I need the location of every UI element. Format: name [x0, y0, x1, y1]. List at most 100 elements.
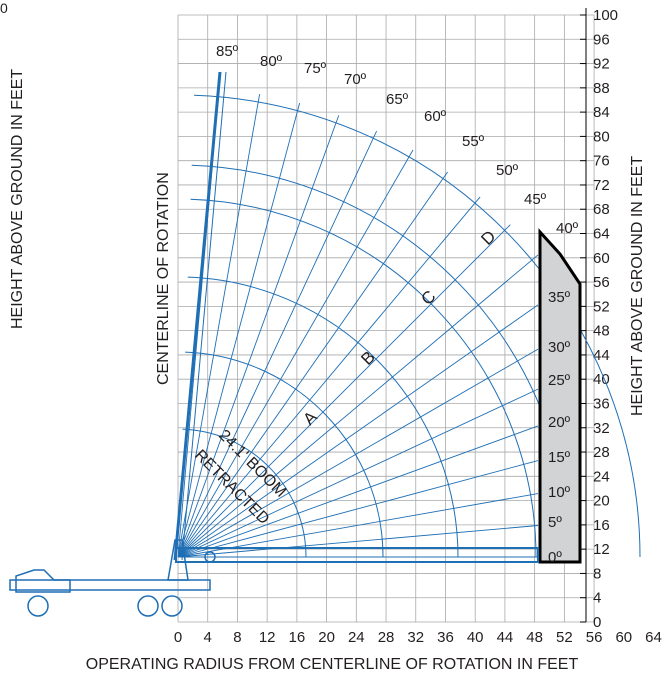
radius-arc [194, 94, 641, 558]
side-angle-label: 5º [548, 514, 562, 531]
boom-angle-label: 85º [216, 43, 239, 60]
y-tick-label: 48 [593, 323, 610, 340]
boom-angle-label: 45º [524, 191, 547, 208]
x-tick-label: 16 [289, 629, 306, 646]
boom-angle-ray [177, 425, 539, 558]
x-tick-label: 40 [467, 629, 484, 646]
y-tick-label: 56 [593, 274, 610, 291]
boom-angle-ray [177, 149, 414, 558]
boom-angle-ray [177, 224, 511, 558]
boom-angle-label: 75º [304, 60, 327, 77]
boom-horizontal [175, 547, 539, 563]
boom-angle-rays [177, 88, 539, 558]
truck-wheel [161, 595, 183, 617]
side-angle-label: 30º [548, 339, 571, 356]
boom-angle-ray [177, 525, 539, 558]
truck-wheel [137, 595, 159, 617]
zone-label: A [299, 407, 321, 429]
radius-arc [187, 276, 459, 558]
x-tick-label: 56 [586, 629, 603, 646]
y-tick-label: 92 [593, 56, 610, 73]
x-tick-label: 44 [497, 629, 514, 646]
boom-extended-edge [181, 71, 227, 561]
x-tick-label: 32 [407, 629, 424, 646]
x-tick-label: 0 [174, 629, 182, 646]
y-tick-label: 4 [593, 590, 601, 607]
boom-pin [204, 551, 216, 563]
y-tick-label: 80 [593, 128, 610, 145]
truck-bed [9, 579, 211, 591]
grid: 1009692888480767268646056524844403632282… [174, 7, 662, 646]
truck-cab [15, 569, 71, 593]
y-tick-label: 72 [593, 177, 610, 194]
boom-angle-ray [177, 102, 301, 558]
x-tick-label: 4 [204, 629, 212, 646]
x-tick-label: 60 [615, 629, 632, 646]
side-angle-panel: 35º 30º 25º 20º 15º 10º 5º 0º [538, 228, 582, 566]
x-tick-label: 8 [233, 629, 241, 646]
y-tick-label: 28 [593, 444, 610, 461]
side-panel-shape [538, 228, 582, 564]
y-tick-label: 20 [593, 493, 610, 510]
boom-extended [173, 71, 222, 561]
boom-angle-ray [177, 493, 539, 558]
y-tick-label: 24 [593, 468, 610, 485]
x-tick-label: 24 [348, 629, 365, 646]
x-tick-label: 52 [556, 629, 573, 646]
boom-angle-label: 65º [386, 91, 409, 108]
boom-angle-ray [177, 304, 539, 558]
boom [173, 71, 539, 563]
boom-angle-label: 70º [344, 71, 367, 88]
boom-angle-label: 40º [556, 220, 579, 237]
boom-angle-ray [177, 254, 539, 558]
y-tick-label: 40 [593, 371, 610, 388]
radius-arc [182, 428, 307, 558]
zone-label: C [417, 287, 439, 309]
side-angle-label: 0º [548, 549, 562, 566]
x-tick-label: 48 [526, 629, 543, 646]
radius-arc [185, 351, 384, 558]
boom-angle-label: 50º [496, 162, 519, 179]
boom-angle-ray [177, 196, 481, 558]
y-tick-label: 100 [593, 7, 618, 24]
y-tick-label: 8 [593, 565, 601, 582]
x-tick-label: 64 [645, 629, 662, 646]
boom-angle-ray [177, 388, 539, 558]
x-tick-label: 20 [318, 629, 335, 646]
x-tick-label: 36 [437, 629, 454, 646]
y-tick-label: 68 [593, 201, 610, 218]
corner-zero-label: 0 [0, 0, 8, 16]
side-angle-label: 10º [548, 484, 571, 501]
zone-label: B [357, 347, 378, 368]
boom-angle-label: 55º [462, 133, 485, 150]
y-tick-label: 12 [593, 541, 610, 558]
crane-mast [167, 539, 189, 581]
x-tick-label: 28 [378, 629, 395, 646]
side-angle-label: 20º [548, 414, 571, 431]
y-tick-label: 36 [593, 395, 610, 412]
boom-angle-ray [177, 348, 539, 558]
boom-angle-ray [177, 115, 340, 558]
boom-angle-ray [177, 130, 378, 558]
truck-icon [9, 539, 211, 617]
y-tick-label: 60 [593, 250, 610, 267]
side-angle-label: 35º [548, 289, 571, 306]
y-tick-label: 76 [593, 153, 610, 170]
y-tick-label: 84 [593, 104, 610, 121]
y-tick-label: 64 [593, 226, 610, 243]
side-angle-label: 25º [548, 372, 571, 389]
radius-arcs [182, 94, 641, 558]
side-angle-label: 15º [548, 449, 571, 466]
boom-angle-label: 60º [424, 108, 447, 125]
boom-angle-label: 80º [260, 53, 283, 70]
y-tick-label: 52 [593, 298, 610, 315]
truck-wheel [27, 595, 49, 617]
y-tick-label: 96 [593, 31, 610, 48]
bottom-axis-title: OPERATING RADIUS FROM CENTERLINE OF ROTA… [85, 656, 579, 673]
boom-angle-ray [177, 94, 261, 558]
y-tick-label: 88 [593, 80, 610, 97]
boom-angle-ray [177, 460, 539, 558]
y-tick-label: 0 [593, 614, 601, 631]
